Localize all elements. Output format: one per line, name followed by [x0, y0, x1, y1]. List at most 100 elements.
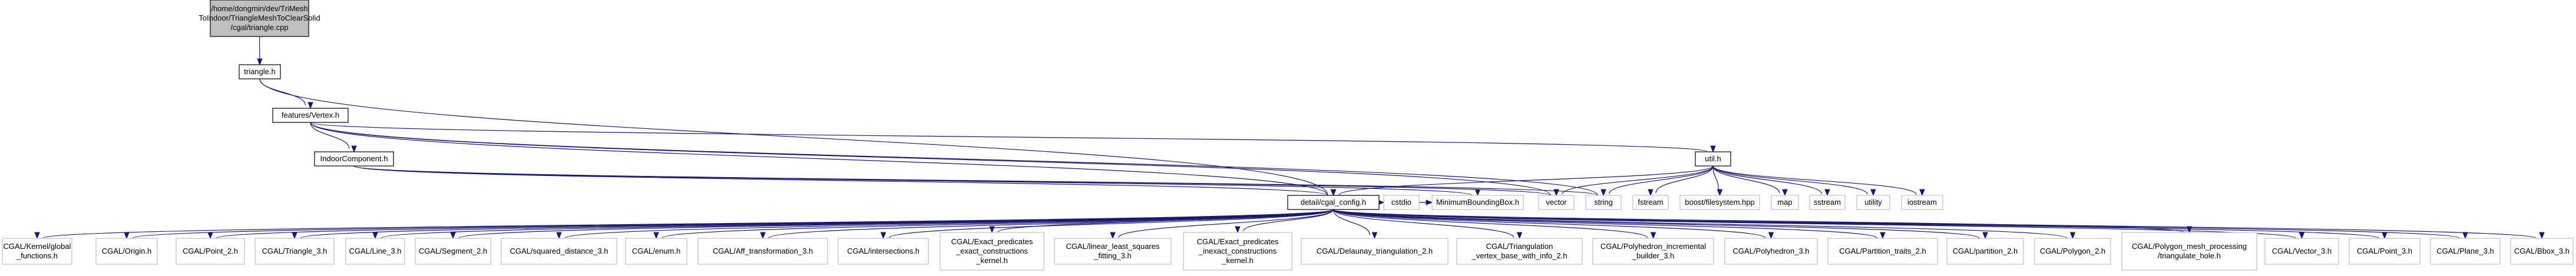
node-label-line: CGAL/Polyhedron_3.h — [1732, 247, 1809, 255]
node-cgal-kernel-global-functions: CGAL/Kernel/global_functions.h — [2, 238, 72, 265]
edge-cgal-config-h-to-cgal-enum — [653, 209, 1334, 240]
edge-cgal-config-h-to-cgal-bbox-3 — [1332, 209, 2545, 240]
node-label-line: CGAL/partition_2.h — [1953, 247, 2018, 255]
node-label-line: /home/dongmin/dev/TriMesh — [211, 4, 307, 13]
edge-arrowhead — [1717, 189, 1723, 197]
node-label-line: sstream — [1814, 198, 1841, 207]
edge-features-vertex-h-to-vector — [310, 122, 1559, 197]
edge-line — [1332, 209, 2537, 239]
node-label-line: _kernel.h — [975, 256, 1007, 265]
edge-line — [300, 209, 1334, 239]
edge-arrowhead — [1782, 189, 1788, 197]
edge-arrowhead — [351, 145, 357, 153]
node-label-line: IndoorComponent.h — [320, 154, 388, 163]
node-label-line: util.h — [1705, 154, 1721, 163]
edge-arrowhead — [1371, 232, 1378, 240]
node-box — [95, 238, 158, 265]
graph-edges — [34, 36, 2545, 240]
edge-util-h-to-fstream — [1648, 165, 1714, 197]
edge-arrowhead — [124, 232, 130, 240]
edge-arrowhead — [1710, 145, 1716, 153]
node-box — [314, 151, 394, 167]
edge-arrowhead — [34, 232, 40, 240]
edge-line — [1712, 165, 1868, 195]
edge-arrowhead — [292, 232, 297, 240]
node-box — [2349, 238, 2420, 265]
node-label-line: _builder_3.h — [1632, 251, 1675, 260]
node-vector: vector — [1538, 195, 1575, 210]
edge-util-h-to-sstream — [1712, 165, 1830, 197]
node-util-h[interactable]: util.h — [1695, 151, 1731, 167]
node-triangle-h[interactable]: triangle.h — [239, 64, 281, 79]
node-map: map — [1771, 195, 1799, 210]
edge-arrowhead — [2462, 232, 2468, 240]
node-label-line: CGAL/linear_least_squares — [1066, 242, 1160, 251]
node-cgal-enum: CGAL/enum.h — [625, 238, 687, 265]
edge-line — [1655, 165, 1714, 193]
edge-line — [1712, 165, 1719, 190]
edge-arrowhead — [2299, 232, 2305, 240]
node-box — [415, 238, 491, 265]
edge-line — [216, 209, 1334, 239]
edge-cgal-config-h-to-cgal-squared-distance-3 — [556, 209, 1334, 240]
edge-indoorcomponent-h-to-cgal-config-h — [353, 165, 1337, 197]
node-label-line: CGAL/intersections.h — [847, 247, 920, 255]
node-cgal-plane-3: CGAL/Plane_3.h — [2430, 238, 2501, 265]
edge-arrowhead — [1110, 232, 1116, 240]
node-box — [1809, 195, 1846, 210]
node-box — [2510, 238, 2574, 265]
node-box — [254, 238, 335, 265]
edge-line — [310, 122, 1551, 195]
node-label-line: CGAL/Polygon_2.h — [2040, 247, 2105, 255]
edge-line — [1243, 209, 1334, 231]
edge-line — [1338, 165, 1714, 195]
edge-indoorcomponent-h-to-minimumboundingbox-h — [353, 165, 1481, 197]
edge-arrowhead — [1880, 232, 1886, 240]
node-box — [1431, 195, 1524, 210]
edge-root-to-triangle-h — [257, 36, 263, 66]
node-label-line: CGAL/Plane_3.h — [2436, 247, 2494, 255]
node-box — [940, 232, 1044, 271]
node-cgal-origin: CGAL/Origin.h — [95, 238, 158, 265]
edge-cgal-config-h-to-cgal-triangle-3 — [292, 209, 1334, 240]
node-box — [1287, 195, 1380, 210]
node-iostream: iostream — [1901, 195, 1943, 210]
edge-arrowhead — [556, 232, 562, 240]
node-cstdio: cstdio — [1383, 195, 1420, 210]
edge-arrowhead — [653, 232, 659, 240]
edge-line — [1118, 209, 1334, 238]
node-label-line: _vertex_base_with_info_2.h — [1471, 251, 1568, 260]
node-cgal-config-h[interactable]: detail/cgal_config.h — [1287, 195, 1380, 210]
node-label-line: CGAL/Segment_2.h — [419, 247, 487, 255]
edge-line — [1712, 165, 1822, 194]
node-label-line: CGAL/Line_3.h — [349, 247, 402, 255]
edge-cgal-config-h-to-cgal-polyhedron-3 — [1332, 209, 1774, 240]
edge-arrowhead — [1474, 189, 1481, 197]
node-cgal-delaunay-triangulation-2: CGAL/Delaunay_triangulation_2.h — [1301, 238, 1449, 265]
edge-line — [662, 209, 1334, 239]
edge-util-h-to-boost-filesystem — [1712, 165, 1723, 197]
node-cgal-exact-predicates-inexact: CGAL/Exact_predicates_inexact_constructi… — [1183, 232, 1292, 271]
node-label-line: CGAL/Aff_transformation_3.h — [713, 247, 813, 255]
node-box — [1054, 238, 1172, 265]
node-features-vertex-h[interactable]: features/Vertex.h — [272, 108, 349, 123]
node-cgal-polyhedron-3: CGAL/Polyhedron_3.h — [1724, 238, 1818, 265]
node-fstream: fstream — [1632, 195, 1669, 210]
node-cgal-triangulation-vertex-base: CGAL/Triangulation_vertex_base_with_info… — [1456, 238, 1583, 265]
edge-arrowhead — [1330, 189, 1337, 197]
node-indoorcomponent-h[interactable]: IndoorComponent.h — [314, 151, 394, 167]
node-box — [2121, 232, 2257, 271]
node-cgal-partition-2: CGAL/partition_2.h — [1946, 238, 2024, 265]
node-label-line: CGAL/Triangulation — [1486, 242, 1553, 251]
edge-arrowhead — [1919, 189, 1925, 197]
node-box — [1695, 151, 1731, 167]
edge-cgal-config-h-to-cgal-polyhedron-incremental-builder — [1332, 209, 1656, 240]
node-label-line: _exact_constructions — [955, 247, 1029, 255]
node-minimumboundingbox-h: MinimumBoundingBox.h — [1431, 195, 1524, 210]
node-box — [272, 108, 349, 123]
edge-cgal-config-h-to-cgal-partition-2 — [1332, 209, 1988, 240]
node-box — [1592, 238, 1714, 265]
edge-line — [1562, 165, 1714, 195]
node-sstream: sstream — [1809, 195, 1846, 210]
node-label-line: _inexact_constructions — [1198, 247, 1277, 255]
